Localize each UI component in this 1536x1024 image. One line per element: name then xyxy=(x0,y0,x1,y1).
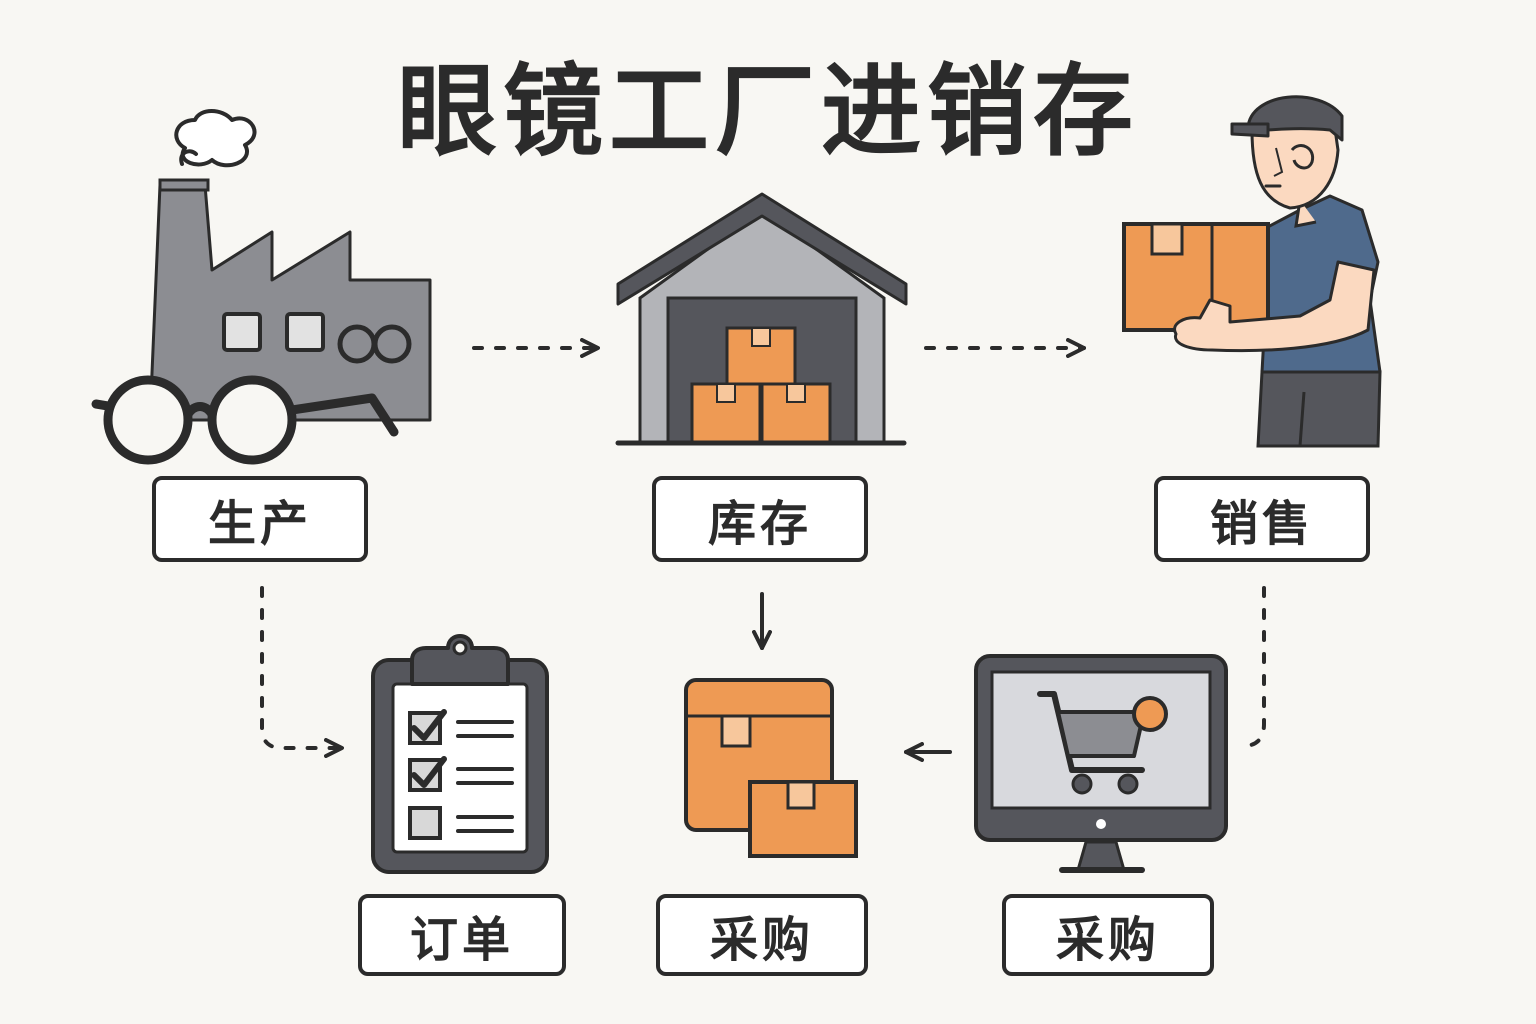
orders-label: 订单 xyxy=(358,894,566,976)
arrow-sales-to-monitor xyxy=(1244,586,1266,748)
clipboard-checklist-icon xyxy=(371,634,549,874)
warehouse-icon xyxy=(615,192,908,446)
arrow-production-to-orders xyxy=(260,586,344,758)
production-label: 生产 xyxy=(152,476,368,562)
boxes-icon xyxy=(684,678,858,858)
sales-label: 销售 xyxy=(1154,476,1370,562)
factory-with-glasses-icon xyxy=(91,109,432,465)
inventory-label: 库存 xyxy=(652,476,868,562)
delivery-person-icon xyxy=(1122,95,1382,448)
page-title: 眼镜工厂进销存 xyxy=(397,53,1139,170)
purchase-online-label: 采购 xyxy=(1002,894,1214,976)
flow-arrows xyxy=(260,338,1266,762)
monitor-cart-icon xyxy=(974,654,1228,873)
purchase-boxes-label: 采购 xyxy=(656,894,868,976)
